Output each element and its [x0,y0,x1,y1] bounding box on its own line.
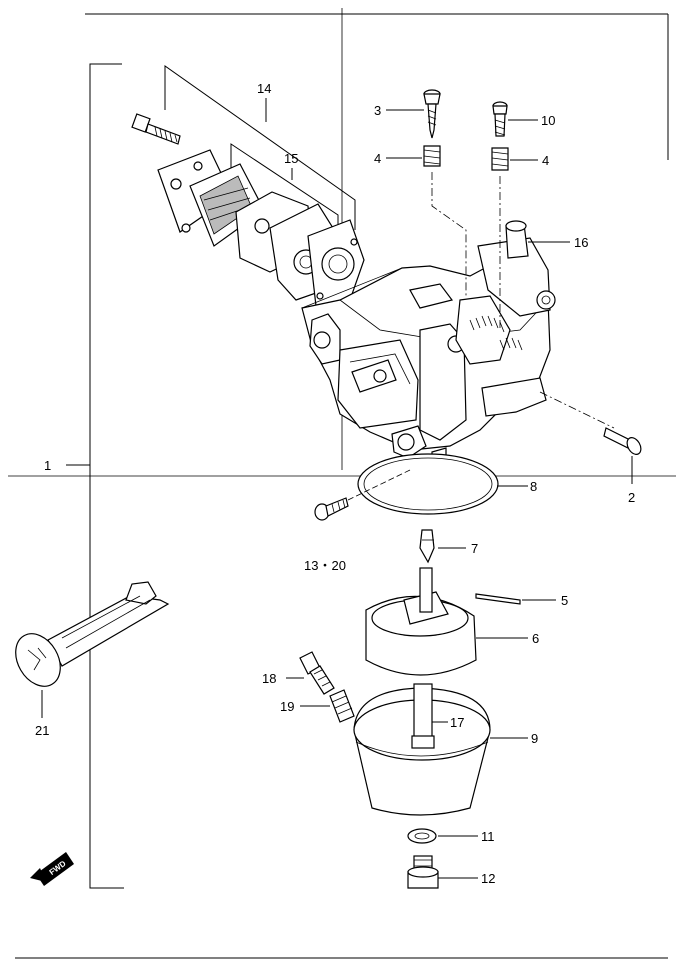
assembly-guide-lines [431,172,615,429]
spring-4-right [491,147,538,171]
spring-19 [300,689,355,723]
washer-11 [407,828,478,844]
spring-4-left [386,145,441,167]
float-6 [365,567,528,676]
callout-6: 6 [532,631,539,646]
pump-plate-stack [157,149,365,307]
plug-12 [407,855,478,889]
callout-4-right: 4 [542,153,549,168]
frame-lines [8,8,676,959]
callout-21: 21 [35,723,49,738]
oil-pump-body [301,220,556,473]
callout-15: 15 [284,151,298,166]
callout-14: 14 [257,81,271,96]
callout-10: 10 [541,113,555,128]
callout-4-left: 4 [374,151,381,166]
callout-14-leader [164,65,356,230]
callout-18: 18 [262,671,276,686]
callout-16: 16 [574,235,588,250]
bolt-18 [286,651,335,695]
callout-13-20: 13・20 [304,558,346,573]
pin-5 [475,593,556,605]
callout-19: 19 [280,699,294,714]
callout-11: 11 [481,829,495,844]
o-ring [357,453,528,515]
screw-10 [492,101,538,137]
valve-pin-7 [419,529,466,564]
screw-2 [603,427,642,484]
callout-8: 8 [530,479,537,494]
callout-17: 17 [450,715,464,730]
callout-9: 9 [531,731,538,746]
callout-labels: 1 2 3 4 4 5 6 7 8 9 10 11 12 13・20 14 15… [35,81,635,886]
callout-12: 12 [481,871,495,886]
callout-2: 2 [628,490,635,505]
long-bolt [131,113,181,145]
callout-7: 7 [471,541,478,556]
bowl-9 [353,683,528,816]
fwd-direction-badge: FWD [30,852,74,886]
screw-3 [386,89,441,139]
callout-1: 1 [44,458,51,473]
callout-3: 3 [374,103,381,118]
screw-13-20 [314,469,411,521]
tool-21 [15,581,170,718]
callout-5: 5 [561,593,568,608]
